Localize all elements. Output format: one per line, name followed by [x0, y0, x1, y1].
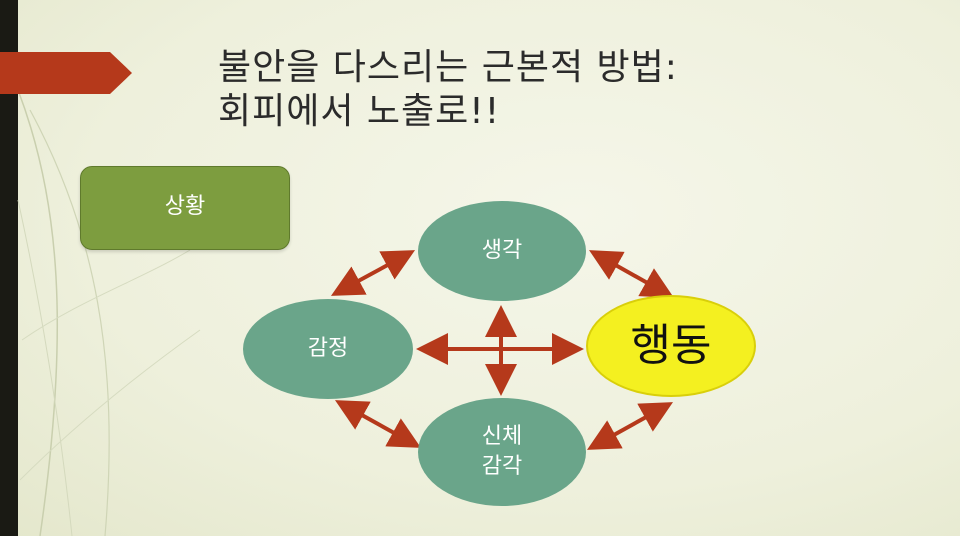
node-behavior-label: 행동 [630, 320, 712, 371]
arrow-emotion-thought [330, 250, 416, 296]
title-marker-arrow-icon [0, 52, 132, 94]
node-behavior: 행동 [586, 295, 756, 397]
node-thought: 생각 [418, 201, 586, 301]
arrow-body-behavior [587, 402, 673, 450]
situation-box: 상황 [80, 166, 290, 250]
node-body-label-line2: 감각 [481, 454, 523, 479]
situation-label: 상황 [164, 194, 206, 219]
title-line-2: 회피에서 노출로!! [218, 91, 501, 132]
node-thought-label: 생각 [481, 238, 523, 263]
arrow-thought-behavior [589, 250, 674, 298]
node-emotion-label: 감정 [307, 336, 349, 361]
arrow-emotion-body [335, 400, 421, 448]
node-body-label-line1: 신체 [481, 424, 523, 449]
title-line-1: 불안을 다스리는 근본적 방법: [218, 47, 678, 88]
left-edge-strip [0, 0, 18, 536]
node-body-sensation: 신체 감각 [418, 398, 586, 506]
node-emotion: 감정 [243, 299, 413, 399]
slide-title: 불안을 다스리는 근본적 방법: 회피에서 노출로!! [218, 46, 678, 134]
